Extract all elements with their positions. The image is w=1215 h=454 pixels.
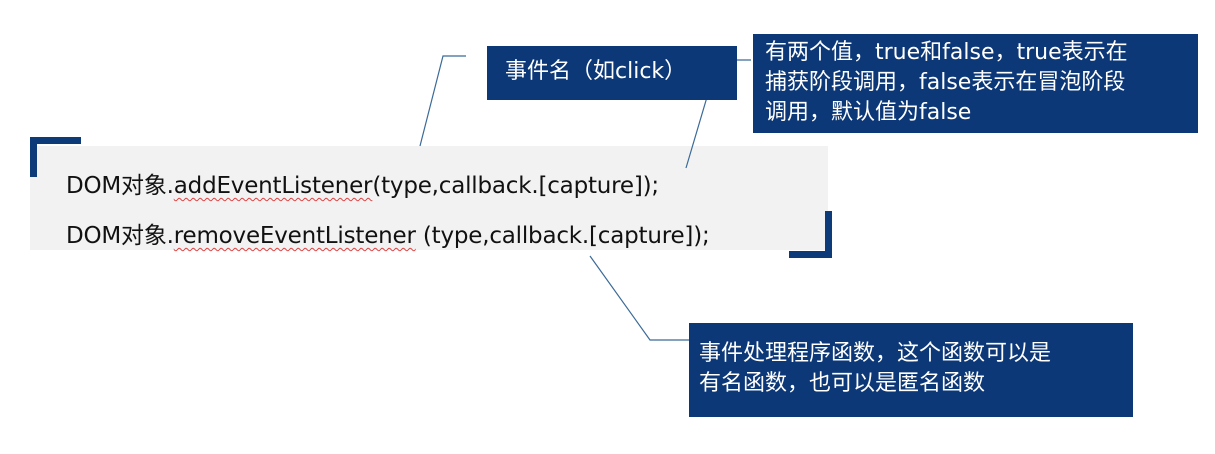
code-panel: DOM对象.addEventListener(type,callback.[ca… — [30, 146, 828, 250]
remove-event-listener-line: DOM对象.removeEventListener (type,callback… — [66, 216, 710, 250]
dom-object-prefix: DOM对象. — [66, 223, 174, 249]
capture-text-line3: 调用，默认值为false — [765, 100, 972, 125]
event-name-callout: 事件名（如click） — [487, 46, 737, 100]
capture-text-line2: 捕获阶段调用，false表示在冒泡阶段 — [765, 70, 1126, 95]
callback-leader — [589, 255, 689, 341]
capture-callout: 有两个值，true和false，true表示在 捕获阶段调用，false表示在冒… — [753, 34, 1198, 133]
remove-event-listener-args: (type,callback.[capture]); — [415, 223, 710, 249]
add-event-listener-line: DOM对象.addEventListener(type,callback.[ca… — [66, 166, 659, 200]
callback-text-line1: 事件处理程序函数，这个函数可以是 — [699, 341, 1052, 366]
dom-object-prefix: DOM对象. — [66, 173, 174, 199]
remove-event-listener-method: removeEventListener — [173, 223, 416, 249]
callback-text-line2: 有名函数，也可以是匿名函数 — [699, 371, 986, 396]
add-event-listener-method: addEventListener — [173, 173, 373, 199]
add-event-listener-args: (type,callback.[capture]); — [372, 173, 659, 199]
callback-callout: 事件处理程序函数，这个函数可以是 有名函数，也可以是匿名函数 — [689, 323, 1133, 417]
event-name-text: 事件名（如click） — [505, 59, 687, 84]
event-name-leader — [419, 55, 466, 147]
capture-text-line1: 有两个值，true和false，true表示在 — [765, 40, 1128, 65]
